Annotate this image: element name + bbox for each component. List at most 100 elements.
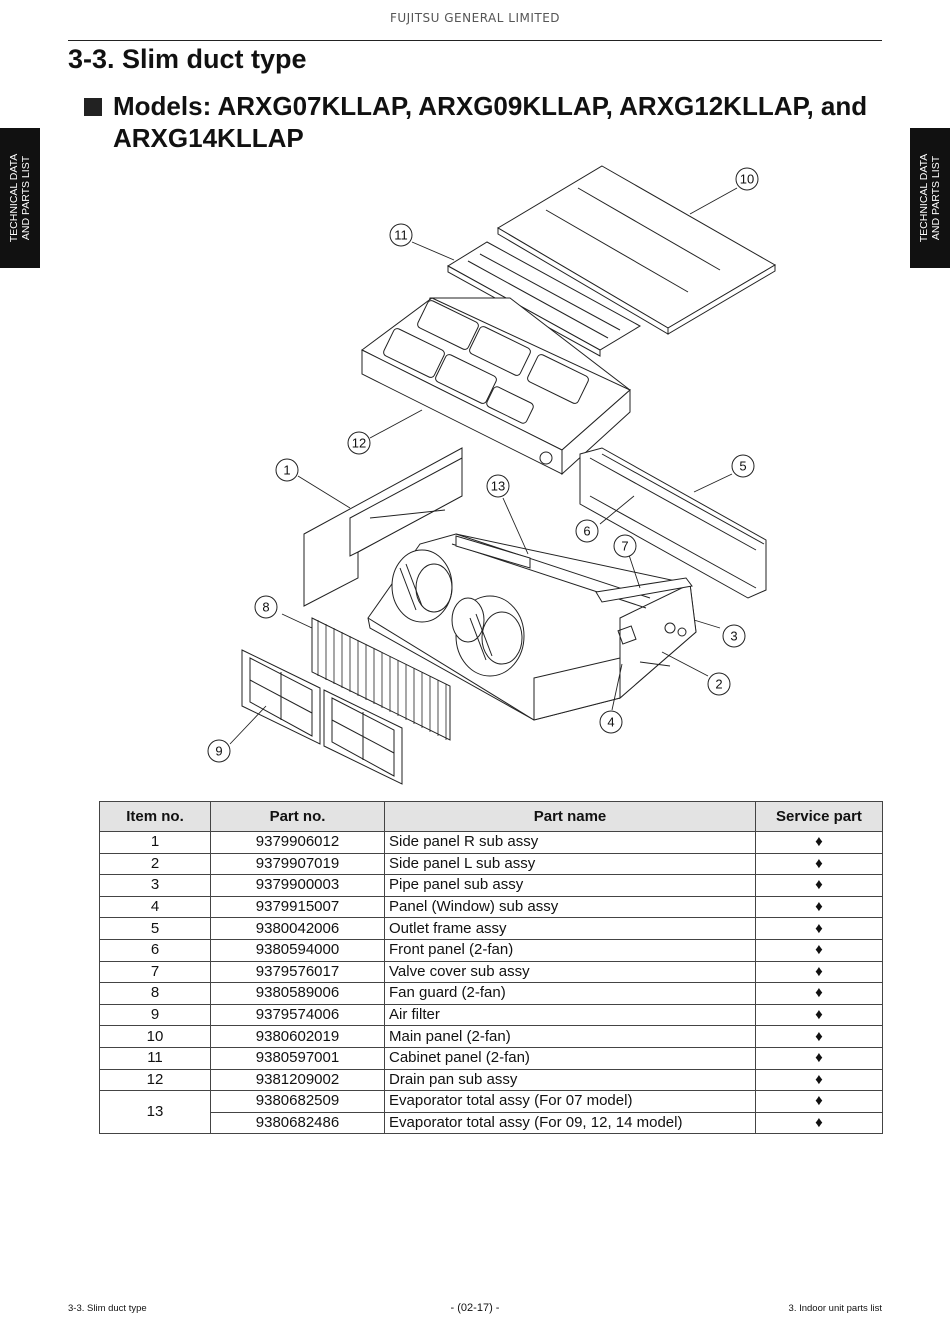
table-row: 11 9380597001 Cabinet panel (2-fan) ♦ <box>99 1046 883 1070</box>
service-part-mark: ♦ <box>755 1090 883 1113</box>
callout-11: 11 <box>389 223 413 247</box>
callout-label: 4 <box>607 715 614 730</box>
callout-label: 12 <box>352 436 366 451</box>
item-no: 5 <box>99 917 211 940</box>
table-row: 8 9380589006 Fan guard (2-fan) ♦ <box>99 982 883 1005</box>
item-no: 7 <box>99 960 211 984</box>
table-row: 1 9379906012 Side panel R sub assy ♦ <box>99 831 883 854</box>
service-part-mark: ♦ <box>755 1003 883 1027</box>
unit-body-drawing <box>367 533 697 721</box>
table-row: 7 9379576017 Valve cover sub assy ♦ <box>99 960 883 984</box>
item-no: 1 <box>99 831 211 854</box>
callout-6: 6 <box>575 519 599 543</box>
col-header-part-name: Part name <box>384 801 756 832</box>
company-name: FUJITSU GENERAL LIMITED <box>389 11 561 25</box>
part-no: 9380682486 <box>210 1111 385 1135</box>
item-no: 6 <box>99 938 211 962</box>
part-no: 9379576017 <box>210 960 385 984</box>
callout-13: 13 <box>486 474 510 498</box>
col-header-part-no: Part no. <box>210 801 385 832</box>
part-name: Outlet frame assy <box>384 917 756 940</box>
item-no: 3 <box>99 874 211 897</box>
outlet-frame-drawing <box>579 447 767 599</box>
service-part-mark: ♦ <box>755 831 883 854</box>
table-header-row: Item no. Part no. Part name Service part <box>99 801 883 832</box>
service-part-mark: ♦ <box>755 1111 883 1135</box>
callout-label: 8 <box>262 600 269 615</box>
part-name: Pipe panel sub assy <box>384 874 756 897</box>
callout-9: 9 <box>207 739 231 763</box>
item-no: 11 <box>99 1046 211 1070</box>
models-title: Models: ARXG07KLLAP, ARXG09KLLAP, ARXG12… <box>113 91 868 153</box>
callout-4: 4 <box>599 710 623 734</box>
section-title: 3-3. Slim duct type <box>68 44 307 74</box>
part-no: 9379906012 <box>210 831 385 854</box>
part-no: 9379900003 <box>210 874 385 897</box>
side-panel-r-drawing <box>303 447 463 607</box>
table-row: 6 9380594000 Front panel (2-fan) ♦ <box>99 938 883 962</box>
side-tab-line2: AND PARTS LIST <box>20 155 32 241</box>
side-tab-left: TECHNICAL DATA AND PARTS LIST <box>0 128 40 268</box>
callout-label: 7 <box>621 539 628 554</box>
col-header-service-part: Service part <box>755 801 883 832</box>
service-part-mark: ♦ <box>755 1046 883 1070</box>
footer-chapter: 3. Indoor unit parts list <box>788 1303 882 1314</box>
part-name: Panel (Window) sub assy <box>384 895 756 919</box>
fan-guard-drawing <box>311 617 451 741</box>
callout-3: 3 <box>722 624 746 648</box>
item-no: 4 <box>99 895 211 919</box>
callout-label: 6 <box>583 524 590 539</box>
air-filter-drawing <box>241 649 403 785</box>
part-name: Drain pan sub assy <box>384 1068 756 1092</box>
item-no: 10 <box>99 1025 211 1048</box>
table-row: 3 9379900003 Pipe panel sub assy ♦ <box>99 874 883 897</box>
service-part-mark: ♦ <box>755 1068 883 1092</box>
part-no: 9380602019 <box>210 1025 385 1048</box>
part-name: Fan guard (2-fan) <box>384 982 756 1005</box>
callout-label: 10 <box>740 172 754 187</box>
part-no: 9380682509 <box>210 1090 385 1113</box>
table-row: 10 9380602019 Main panel (2-fan) ♦ <box>99 1025 883 1048</box>
service-part-mark: ♦ <box>755 852 883 876</box>
service-part-mark: ♦ <box>755 982 883 1005</box>
side-tab-line1: TECHNICAL DATA <box>918 153 930 243</box>
col-header-item-no: Item no. <box>99 801 211 832</box>
table-row: 4 9379915007 Panel (Window) sub assy ♦ <box>99 895 883 919</box>
item-no: 8 <box>99 982 211 1005</box>
table-row: 5 9380042006 Outlet frame assy ♦ <box>99 917 883 940</box>
side-tab-line2: AND PARTS LIST <box>930 155 942 241</box>
service-part-mark: ♦ <box>755 1025 883 1048</box>
callout-1: 1 <box>275 458 299 482</box>
item-no: 9 <box>99 1003 211 1027</box>
callout-label: 11 <box>394 228 408 243</box>
leader-lines <box>229 187 738 745</box>
callout-label: 9 <box>215 744 222 759</box>
part-no: 9380589006 <box>210 982 385 1005</box>
service-part-mark: ♦ <box>755 917 883 940</box>
callout-label: 5 <box>739 459 746 474</box>
part-name: Evaporator total assy (For 09, 12, 14 mo… <box>384 1111 756 1135</box>
part-no: 9380597001 <box>210 1046 385 1070</box>
service-part-mark: ♦ <box>755 960 883 984</box>
item-no: 2 <box>99 852 211 876</box>
side-tab-line1: TECHNICAL DATA <box>8 153 20 243</box>
callout-7: 7 <box>613 534 637 558</box>
part-no: 9379907019 <box>210 852 385 876</box>
part-name: Front panel (2-fan) <box>384 938 756 962</box>
bullet-square-icon <box>84 98 102 116</box>
item-no: 12 <box>99 1068 211 1092</box>
part-name: Side panel L sub assy <box>384 852 756 876</box>
item-no: 13 <box>99 1090 211 1135</box>
part-name: Side panel R sub assy <box>384 831 756 854</box>
callout-label: 13 <box>491 479 505 494</box>
table-row: 2 9379907019 Side panel L sub assy ♦ <box>99 852 883 876</box>
drain-pan-drawing <box>361 297 631 476</box>
part-no: 9379915007 <box>210 895 385 919</box>
callout-10: 10 <box>735 167 759 191</box>
header-rule <box>68 40 882 41</box>
part-no: 9380594000 <box>210 938 385 962</box>
part-no: 9380042006 <box>210 917 385 940</box>
part-name: Cabinet panel (2-fan) <box>384 1046 756 1070</box>
table-row: 12 9381209002 Drain pan sub assy ♦ <box>99 1068 883 1092</box>
